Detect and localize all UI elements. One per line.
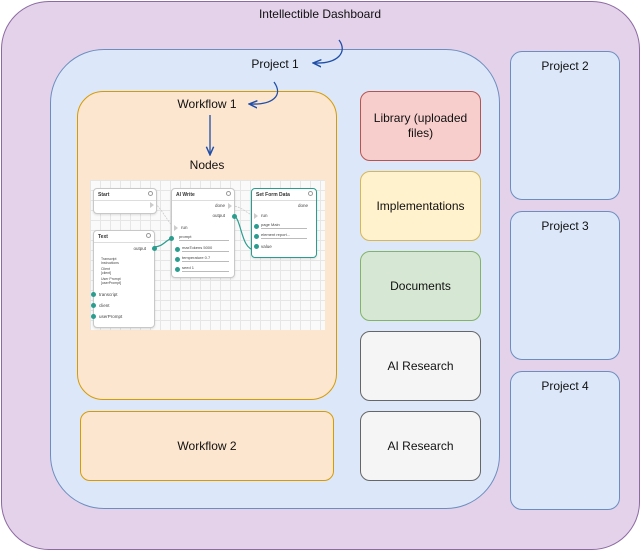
node-divider [94, 200, 156, 201]
max-tokens-field[interactable]: maxTokens 5000 [182, 245, 229, 252]
page-select[interactable]: page Main [261, 222, 307, 229]
input-port[interactable] [254, 234, 259, 239]
ai-research-label: AI Research [387, 358, 454, 373]
port-client-label: client [99, 303, 110, 308]
project-2-box[interactable]: Project 2 [510, 51, 620, 200]
connection-done-to-run [231, 205, 256, 217]
text-body-line: Transcript [101, 257, 117, 261]
implementations-label: Implementations [376, 198, 465, 213]
output-port[interactable] [232, 214, 237, 219]
ai-research-box-1[interactable]: AI Research [360, 331, 481, 401]
port-output-label: output [212, 213, 225, 218]
text-body-line: Client [101, 267, 110, 271]
workflow-2-container[interactable]: Workflow 2 [80, 411, 334, 481]
dashboard-title: Intellectible Dashboard [258, 7, 382, 21]
info-icon [226, 191, 231, 196]
ai-research-label: AI Research [387, 438, 454, 453]
input-port[interactable] [91, 314, 96, 319]
project-4-box[interactable]: Project 4 [510, 371, 620, 510]
input-arrow-icon [174, 225, 178, 231]
temperature-field[interactable]: temperature 0.7 [182, 255, 229, 262]
port-run-label: run [261, 213, 268, 218]
implementations-box[interactable]: Implementations [360, 171, 481, 241]
port-done-label: done [214, 203, 225, 208]
library-box[interactable]: Library (uploaded files) [360, 91, 481, 161]
info-icon [146, 233, 151, 238]
node-divider [252, 200, 316, 201]
port-done-label: done [297, 203, 308, 208]
node-divider [172, 200, 234, 201]
port-transcript-label: transcript [99, 292, 118, 297]
input-port[interactable] [254, 244, 259, 249]
text-body-line: [client] [101, 271, 112, 275]
input-port[interactable] [175, 267, 180, 272]
text-body-line: [userPrompt] [101, 281, 122, 285]
element-select[interactable]: element report... [261, 232, 307, 239]
output-port[interactable] [152, 246, 157, 251]
nodes-label: Nodes [189, 158, 225, 172]
input-port[interactable] [91, 292, 96, 297]
prompt-field[interactable]: prompt [179, 234, 229, 241]
text-body-line: User Prompt [101, 277, 121, 281]
project-4-title: Project 4 [541, 379, 589, 393]
project-3-title: Project 3 [541, 219, 589, 233]
port-userprompt-label: userPrompt [99, 314, 123, 319]
documents-box[interactable]: Documents [360, 251, 481, 321]
port-output-label: output [133, 246, 146, 251]
port-value-label: value [261, 244, 272, 249]
workflow-1-title: Workflow 1 [177, 97, 237, 111]
node-set-form-data-title: Set Form Data [256, 192, 290, 198]
input-port[interactable] [91, 303, 96, 308]
node-text-title: Text [98, 234, 108, 240]
input-arrow-icon [254, 213, 258, 219]
input-port[interactable] [175, 247, 180, 252]
library-label: Library (uploaded files) [373, 111, 468, 140]
info-icon [148, 191, 153, 196]
ai-research-box-2[interactable]: AI Research [360, 411, 481, 481]
input-port[interactable] [169, 236, 174, 241]
node-start-title: Start [98, 192, 110, 198]
node-text[interactable]: Text output Transcript Instructions Clie… [91, 230, 157, 328]
node-ai-write-title: AI Write [176, 192, 195, 198]
output-arrow-icon [228, 203, 232, 209]
node-ai-write[interactable]: AI Write done output run prompt maxToken… [169, 188, 237, 278]
node-graph-preview: Start AI Write done output run prompt ma… [90, 180, 325, 330]
output-arrow-icon [150, 202, 154, 208]
port-run-label: run [181, 225, 188, 230]
info-icon [308, 191, 313, 196]
input-port[interactable] [175, 257, 180, 262]
input-port[interactable] [254, 224, 259, 229]
text-body-line: Instructions [101, 261, 119, 265]
workflow-2-title: Workflow 2 [177, 439, 237, 453]
node-divider [94, 242, 154, 243]
project-2-title: Project 2 [541, 59, 589, 73]
node-set-form-data[interactable]: Set Form Data done run page Main element… [251, 188, 317, 258]
documents-label: Documents [390, 278, 451, 293]
project-3-box[interactable]: Project 3 [510, 211, 620, 360]
node-start[interactable]: Start [93, 188, 157, 214]
seed-field[interactable]: seed 1 [182, 265, 229, 272]
project-1-title: Project 1 [251, 57, 299, 71]
